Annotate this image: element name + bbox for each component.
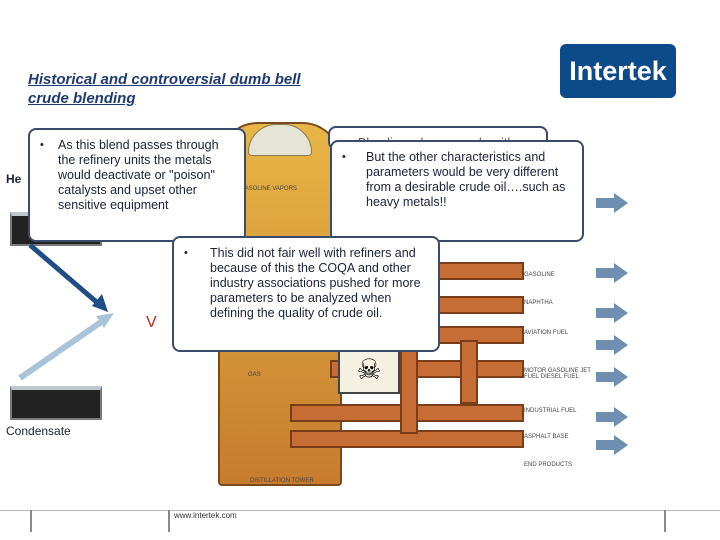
heavy-crude-label: He xyxy=(6,172,22,186)
footer-tick-right xyxy=(664,510,666,532)
shelf-label-6: INDUSTRIAL FUEL xyxy=(524,408,577,414)
footer-divider xyxy=(0,510,720,511)
product-arrow-6 xyxy=(596,407,628,427)
callout-characteristics-text: But the other characteristics and parame… xyxy=(366,150,566,209)
product-arrow-5 xyxy=(596,367,628,387)
v-label: V xyxy=(146,314,157,331)
footer-url: www.intertek.com xyxy=(174,511,237,520)
heavy-crude-arrow-line xyxy=(28,243,102,307)
condensate-tank xyxy=(10,386,102,420)
callout-refiners-text: This did not fair well with refiners and… xyxy=(210,246,421,320)
footer-tick-mid xyxy=(168,510,170,532)
product-arrow-3 xyxy=(596,303,628,323)
shelf-label-2: GASOLINE xyxy=(524,272,555,278)
condensate-arrow-head xyxy=(96,313,114,328)
pipe-vertical-2 xyxy=(460,340,478,404)
bullet-icon: • xyxy=(40,139,44,151)
page-title: Historical and controversial dumb bell c… xyxy=(28,71,301,107)
shelf-label-5: MOTOR GASOLINE JET FUEL DIESEL FUEL xyxy=(524,368,591,380)
product-arrow-2 xyxy=(596,263,628,283)
gas-label: GAS xyxy=(248,372,261,378)
callout-poison-text: As this blend passes through the refiner… xyxy=(58,138,219,212)
heavy-crude-arrow-head xyxy=(92,294,108,312)
bullet-icon: • xyxy=(342,151,346,163)
shelf-label-4: AVIATION FUEL xyxy=(524,330,569,336)
callout-poison: • As this blend passes through the refin… xyxy=(28,128,246,242)
product-arrow-4 xyxy=(596,335,628,355)
shelf-label-7: ASPHALT BASE xyxy=(524,434,569,440)
condensate-arrow-line xyxy=(18,317,106,381)
intertek-logo: Intertek xyxy=(560,44,676,98)
footer-tick-left xyxy=(30,510,32,532)
product-arrow-1 xyxy=(596,193,628,213)
shelf-label-3: NAPHTHA xyxy=(524,300,553,306)
skull-icon: ☠ xyxy=(338,346,400,394)
condensate-label: Condensate xyxy=(6,424,71,438)
callout-characteristics: • But the other characteristics and para… xyxy=(330,140,584,242)
tower-dome xyxy=(248,124,312,156)
product-arrow-7 xyxy=(596,435,628,455)
callout-refiners: • This did not fair well with refiners a… xyxy=(172,236,440,352)
tower-label: DISTILLATION TOWER xyxy=(250,478,314,484)
shelf-label-8: END PRODUCTS xyxy=(524,462,573,468)
tower-top-label: GASOLINE VAPORS xyxy=(240,186,297,192)
bullet-icon: • xyxy=(184,247,188,259)
